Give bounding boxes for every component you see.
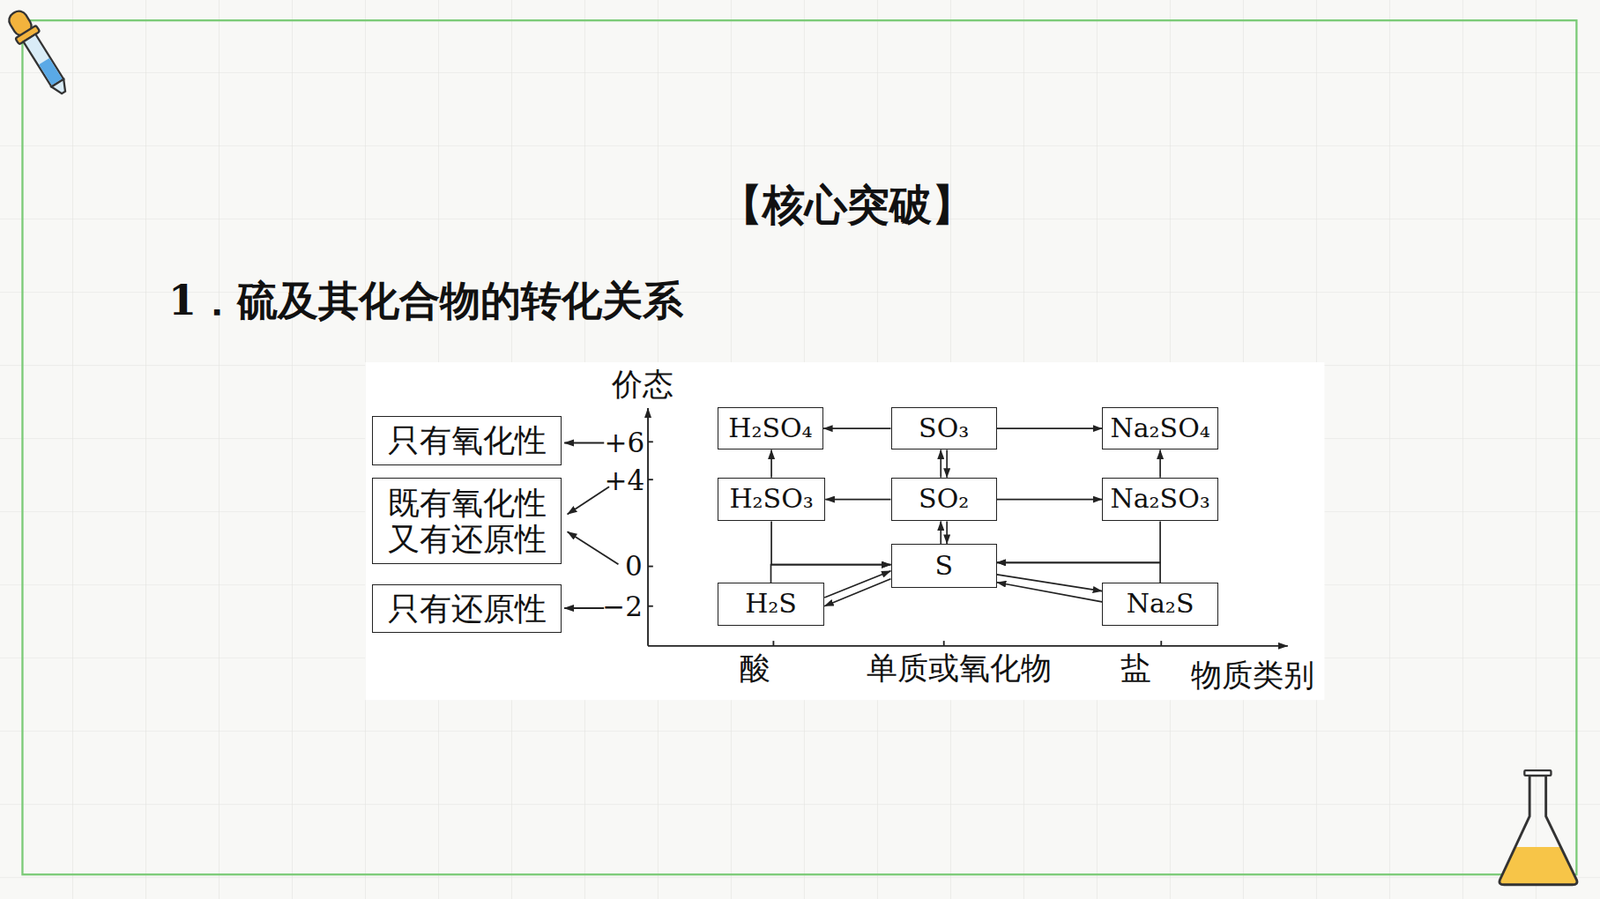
- compound-box: H₂S: [717, 582, 826, 626]
- property-box: 既有氧化性 又有还原性: [372, 477, 561, 565]
- axis-tick: [647, 565, 654, 568]
- section-heading: 1．硫及其化合物的转化关系: [168, 278, 684, 324]
- slide-title: 【核心突破】: [720, 180, 975, 228]
- leader-arrow: [567, 531, 619, 565]
- diagram-panel: [364, 362, 1325, 700]
- axis-tick: [647, 440, 654, 443]
- compound-box: H₂SO₄: [717, 407, 824, 451]
- node-text: Na₂S: [1126, 588, 1195, 620]
- reaction-arrow: [945, 449, 948, 477]
- reaction-arrow: [997, 562, 1161, 583]
- axis-tick: [647, 478, 654, 481]
- compound-box: SO₃: [891, 407, 998, 451]
- tick-label: 0: [625, 550, 643, 581]
- reaction-arrow: [945, 520, 948, 544]
- tick-label: −2: [602, 591, 643, 622]
- node-text: Na₂SO₃: [1109, 483, 1210, 515]
- leader-arrow: [567, 486, 610, 514]
- axis-tick: [772, 640, 774, 647]
- property-box: 只有氧化性: [372, 416, 561, 466]
- tick-label: +6: [604, 427, 646, 458]
- valence-axis: [647, 408, 649, 647]
- reaction-arrow: [997, 427, 1102, 430]
- compound-box: H₂SO₃: [717, 477, 827, 522]
- reaction-arrow: [1159, 449, 1161, 477]
- reaction-arrow: [939, 449, 942, 477]
- dropper-icon: [3, 6, 75, 99]
- node-text: H₂SO₃: [729, 483, 813, 515]
- category-label: 盐: [1120, 651, 1152, 686]
- axis-tick: [1160, 640, 1162, 647]
- property-box: 只有还原性: [372, 584, 561, 633]
- reaction-arrow: [939, 520, 942, 544]
- node-text: SO₂: [918, 483, 969, 515]
- frame-border: [22, 20, 1577, 875]
- axis-tick: [647, 605, 654, 608]
- reaction-arrow: [825, 498, 891, 501]
- leader-arrow: [564, 607, 604, 610]
- node-text: H₂SO₄: [728, 413, 812, 445]
- axis-title: 价态: [611, 367, 674, 402]
- node-text: S: [934, 550, 953, 582]
- compound-box: SO₂: [891, 477, 998, 522]
- category-axis: [647, 645, 1288, 648]
- reaction-arrow: [997, 582, 1102, 603]
- element-box: S: [891, 543, 998, 588]
- flask-icon: [1499, 770, 1578, 886]
- reaction-arrow: [771, 565, 892, 583]
- axis-tick: [943, 640, 946, 647]
- node-text: Na₂SO₄: [1109, 413, 1210, 445]
- compound-box: Na₂SO₄: [1101, 407, 1219, 451]
- node-text: 只有氧化性: [387, 422, 547, 459]
- reaction-arrow: [823, 427, 891, 430]
- reaction-arrow: [824, 571, 891, 598]
- category-label: 酸: [739, 651, 771, 686]
- reaction-arrow: [770, 449, 773, 477]
- category-label: 单质或氧化物: [866, 651, 1052, 686]
- leader-arrow: [564, 442, 604, 445]
- axis-title: 物质类别: [1190, 658, 1315, 693]
- node-text: SO₃: [918, 413, 969, 445]
- reaction-arrow: [997, 574, 1102, 592]
- compound-box: Na₂S: [1101, 582, 1219, 626]
- reaction-arrow: [824, 579, 891, 607]
- reaction-arrow: [997, 498, 1102, 501]
- reaction-arrow: [997, 520, 1161, 563]
- compound-box: Na₂SO₃: [1101, 477, 1219, 522]
- node-text: 只有还原性: [387, 590, 547, 627]
- node-text: 既有氧化性 又有还原性: [376, 484, 557, 559]
- reaction-arrow: [771, 520, 891, 565]
- tick-label: +4: [604, 465, 646, 496]
- node-text: H₂S: [744, 588, 797, 620]
